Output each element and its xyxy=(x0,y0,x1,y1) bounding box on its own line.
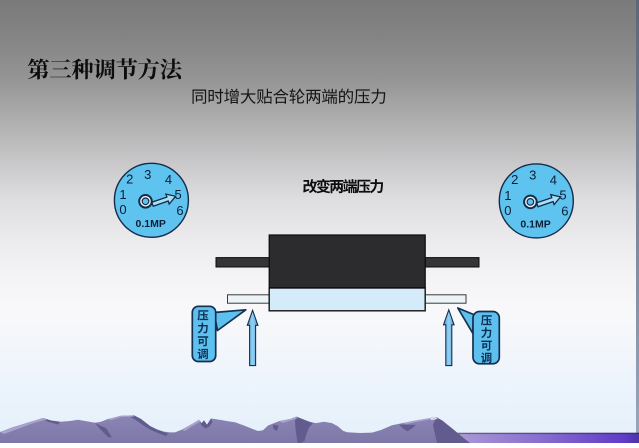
svg-text:6: 6 xyxy=(176,203,183,218)
svg-text:0.1MP: 0.1MP xyxy=(520,218,550,230)
svg-text:3: 3 xyxy=(144,167,151,182)
svg-text:4: 4 xyxy=(550,173,557,188)
svg-text:3: 3 xyxy=(529,168,536,183)
svg-text:0.1MP: 0.1MP xyxy=(136,218,166,230)
svg-text:1: 1 xyxy=(119,187,126,202)
svg-text:4: 4 xyxy=(165,172,172,187)
svg-text:2: 2 xyxy=(511,172,518,187)
svg-text:2: 2 xyxy=(126,171,133,186)
svg-text:5: 5 xyxy=(559,188,566,203)
svg-text:6: 6 xyxy=(561,204,568,219)
svg-text:5: 5 xyxy=(174,187,181,202)
svg-text:0: 0 xyxy=(504,203,511,218)
svg-text:1: 1 xyxy=(504,188,511,203)
svg-text:0: 0 xyxy=(119,202,126,217)
